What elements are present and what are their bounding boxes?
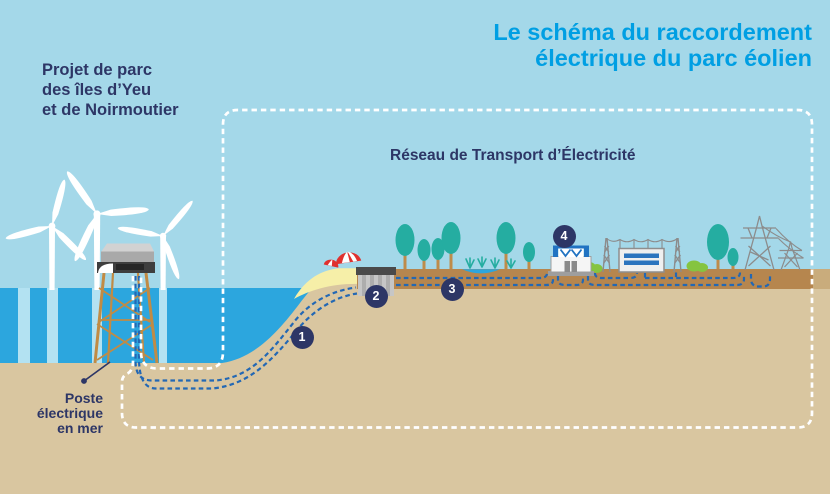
step-marker-3: 3 — [440, 277, 464, 301]
power-pylon-small — [778, 241, 804, 271]
grass-tufts — [465, 256, 516, 269]
step-marker-1-number: 1 — [298, 330, 306, 344]
trees — [395, 222, 739, 269]
wind-turbines — [5, 171, 193, 290]
onshore-substation-building — [548, 245, 594, 276]
topsoil-band-outside-zone — [813, 269, 830, 289]
step-marker-4-number: 4 — [560, 229, 568, 243]
gantry-structure — [602, 237, 682, 273]
underwater-tower-stripes — [18, 288, 167, 363]
offshore-substation-label: Poste électrique en mer — [36, 390, 103, 436]
poste-leader-line — [81, 361, 111, 384]
wind-turbine-icon — [117, 200, 193, 290]
power-pylon-large — [740, 215, 779, 271]
transformer-building — [618, 247, 665, 273]
step-marker-2: 2 — [364, 284, 388, 308]
pond — [462, 269, 500, 274]
step-marker-2-number: 2 — [372, 289, 380, 303]
beach-dune — [294, 268, 361, 299]
seabed-and-land — [0, 269, 830, 494]
step-marker-1: 1 — [290, 325, 314, 349]
pylon-wires — [761, 225, 804, 259]
page-title: Le schéma du raccordement électrique du … — [493, 19, 812, 71]
platform-topside — [97, 243, 155, 273]
step-marker-3-number: 3 — [448, 282, 456, 296]
beach-umbrella-icon — [323, 251, 362, 268]
subsea-and-underground-cables — [134, 272, 772, 390]
project-label: Projet de parc des îles d’Yeu et de Noir… — [42, 61, 179, 119]
step-marker-4: 4 — [552, 224, 576, 248]
rte-zone-label: Réseau de Transport d’Électricité — [390, 147, 636, 164]
